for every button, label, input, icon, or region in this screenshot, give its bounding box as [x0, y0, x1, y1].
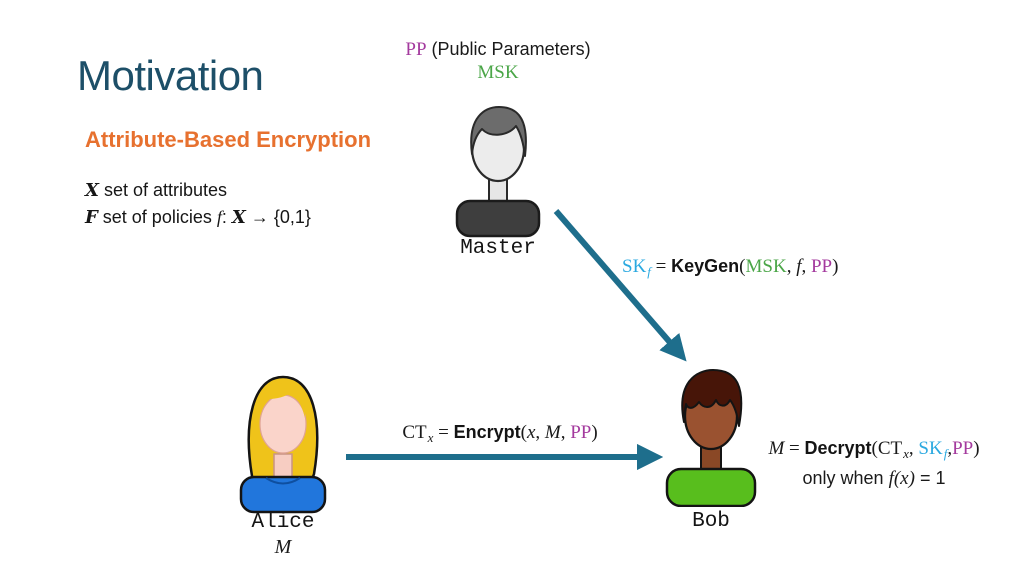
keygen-eq: = — [650, 256, 672, 277]
keygen-close: ) — [832, 256, 839, 277]
bob-avatar-icon — [665, 369, 757, 507]
decrypt-sep1: , — [908, 438, 919, 459]
encrypt-sep2: , — [560, 422, 571, 443]
master-name: Master — [460, 237, 536, 260]
decrypt-sep2: , — [947, 438, 953, 459]
decrypt-pp: PP — [952, 438, 974, 459]
ct-subscript: x — [427, 430, 434, 445]
public-parameters-line: PP (Public Parameters) — [378, 38, 618, 61]
definitions-block: X set of attributes F set of policies f:… — [85, 177, 311, 231]
decrypt-sk: SK — [918, 438, 943, 459]
policy-func: f — [216, 207, 222, 227]
bob-name: Bob — [692, 510, 730, 533]
condition-arg: (x) — [893, 468, 915, 489]
policies-text: set of policies — [97, 207, 217, 227]
keygen-pp: PP — [810, 256, 833, 277]
keygen-fn: KeyGen — [671, 256, 740, 276]
decrypt-close: ) — [973, 438, 980, 459]
decrypt-ct-sub: x — [903, 446, 909, 461]
encrypt-x: x — [526, 422, 536, 443]
decrypt-formula: M = Decrypt(CTx, SKf,PP) — [748, 436, 1000, 466]
msk-line: MSK — [378, 61, 618, 84]
alice-avatar-icon — [239, 375, 327, 514]
pp-token: PP — [405, 39, 427, 60]
encrypt-sep1: , — [535, 422, 545, 443]
decrypt-sk-sub: f — [943, 446, 948, 461]
keygen-open: ( — [739, 256, 746, 277]
decrypt-fn: Decrypt — [804, 438, 872, 458]
encrypt-fn: Encrypt — [453, 422, 521, 442]
keygen-msk: MSK — [745, 256, 787, 277]
definition-policies: F set of policies f: X → {0,1} — [85, 204, 311, 231]
encrypt-pp: PP — [570, 422, 592, 443]
keygen-formula: SKf = KeyGen(MSK, f, PP) — [622, 256, 838, 280]
decrypt-open: ( — [871, 438, 878, 459]
decrypt-ct: CT — [877, 438, 903, 459]
keygen-sep2: , — [801, 256, 811, 277]
encrypt-open: ( — [520, 422, 527, 443]
decrypt-eq: = — [784, 438, 805, 459]
slide-subtitle: Attribute-Based Encryption — [85, 127, 372, 152]
decrypt-condition: only when f(x) = 1 — [748, 466, 1000, 491]
set-x-symbol: X — [85, 180, 99, 201]
sk-token: SK — [622, 256, 647, 277]
condition-f: f — [888, 468, 894, 489]
pp-caption: (Public Parameters) — [426, 39, 591, 59]
condition-value: 1 — [935, 468, 946, 488]
condition-eq: = — [914, 468, 936, 488]
condition-prefix: only when — [802, 468, 889, 488]
decrypt-m: M — [768, 438, 785, 459]
master-keys-label: PP (Public Parameters) MSK — [378, 38, 618, 84]
policy-domain: X — [231, 207, 246, 228]
policy-colon: : — [221, 207, 232, 227]
keygen-sep1: , — [786, 256, 797, 277]
master-avatar-icon — [455, 106, 541, 238]
alice-message: M — [274, 536, 292, 558]
encrypt-formula: CTx = Encrypt(x, M, PP) — [385, 422, 615, 446]
policy-map: → {0,1} — [245, 207, 311, 227]
attributes-text: set of attributes — [98, 180, 228, 200]
keygen-f: f — [796, 256, 802, 277]
set-f-symbol: F — [85, 207, 98, 228]
ct-token: CT — [402, 422, 427, 443]
sk-subscript: f — [647, 264, 651, 279]
encrypt-eq: = — [433, 422, 454, 443]
alice-name: Alice — [251, 511, 315, 534]
definition-attributes: X set of attributes — [85, 177, 311, 204]
msk-token: MSK — [477, 62, 519, 83]
slide-title: Motivation — [77, 52, 264, 99]
decrypt-block: M = Decrypt(CTx, SKf,PP) only when f(x) … — [748, 436, 1000, 491]
encrypt-close: ) — [591, 422, 598, 443]
encrypt-m: M — [544, 422, 561, 443]
